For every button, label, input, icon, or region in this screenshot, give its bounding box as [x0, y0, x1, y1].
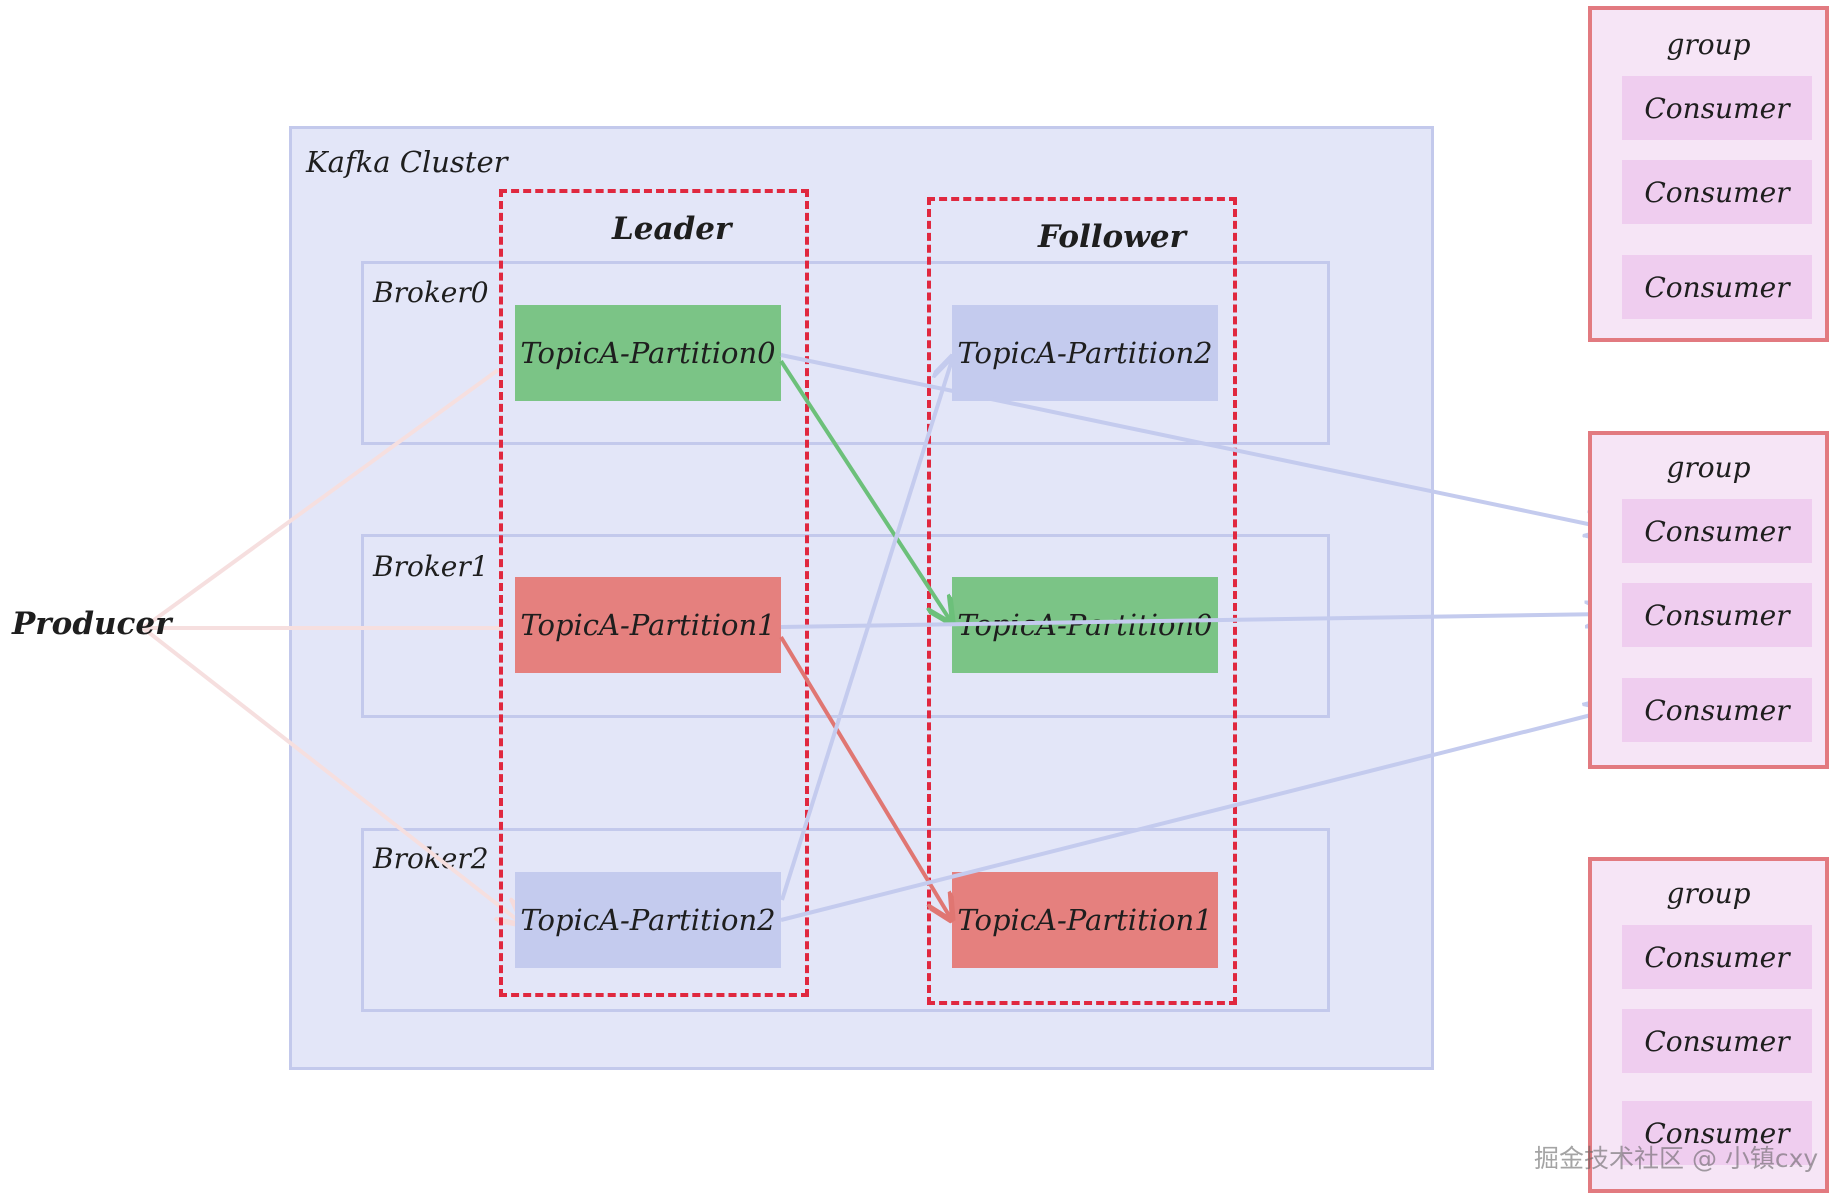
leader-group [499, 189, 809, 997]
consumer-2-1: Consumer [1622, 1009, 1812, 1073]
producer-line-0 [141, 368, 500, 630]
producer-line-2 [141, 626, 520, 922]
broker-1-label: Broker1 [373, 550, 489, 583]
consume-partition2-arrow [780, 711, 1607, 922]
consumer-1-2: Consumer [1622, 678, 1812, 742]
broker-0 [361, 261, 1330, 445]
consumer-0-0: Consumer [1622, 76, 1812, 140]
leader-partition-0: TopicA-Partition0 [515, 305, 781, 401]
broker-2-label: Broker2 [373, 842, 489, 875]
cluster-label: Kafka Cluster [306, 145, 508, 179]
consumer-1-1: Consumer [1622, 583, 1812, 647]
broker-2 [361, 828, 1330, 1012]
follower-title: Follower [1038, 219, 1186, 255]
watermark: 掘金技术社区 @ 小镇cxy [1534, 1144, 1819, 1173]
follower-partition-2: TopicA-Partition1 [952, 872, 1218, 968]
consumer-1-0: Consumer [1622, 499, 1812, 563]
group-title: group [1666, 877, 1751, 910]
broker-0-label: Broker0 [373, 276, 489, 309]
consume-partition1-arrow [780, 614, 1607, 629]
consumer-2-0: Consumer [1622, 925, 1812, 989]
replicate-partition2-arrow [780, 360, 952, 901]
consumer-group-1: group Consumer Consumer Consumer [1588, 431, 1829, 769]
kafka-cluster [289, 126, 1434, 1070]
consumer-group-2: group Consumer Consumer Consumer [1588, 857, 1829, 1193]
leader-title: Leader [612, 211, 732, 247]
replicate-partition0-arrow [779, 359, 950, 620]
consumer-group-0: group Consumer Consumer Consumer [1588, 6, 1829, 342]
replicate-partition1-arrow [779, 635, 950, 917]
consumer-0-1: Consumer [1622, 160, 1812, 224]
leader-partition-2: TopicA-Partition2 [515, 872, 781, 968]
follower-partition-0: TopicA-Partition2 [952, 305, 1218, 401]
consumer-0-2: Consumer [1622, 255, 1812, 319]
producer-label: Producer [12, 606, 172, 642]
group-title: group [1666, 451, 1751, 484]
leader-partition-1: TopicA-Partition1 [515, 577, 781, 673]
consume-partition0-arrow [780, 353, 1607, 528]
group-title: group [1666, 28, 1751, 61]
consumer-2-2: Consumer [1622, 1101, 1812, 1165]
